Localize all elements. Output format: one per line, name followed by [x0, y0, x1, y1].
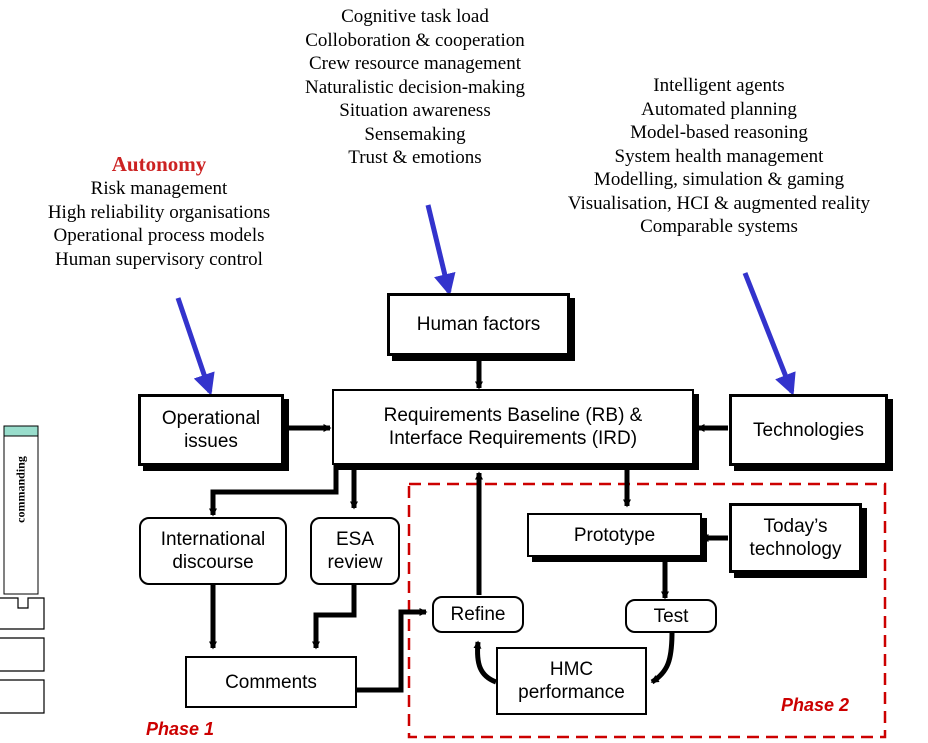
international-discourse-line-2: discourse: [172, 552, 254, 573]
flow-hmc-to-refine: [473, 640, 498, 685]
technologies-label: Technologies: [753, 419, 864, 441]
requirements-line-2: Interface Requirements (IRD): [388, 428, 638, 449]
refine-box: Refine: [432, 596, 524, 633]
autonomy-topic-list: Autonomy Risk management High reliabilit…: [0, 152, 318, 271]
operational-issues-line-2: issues: [184, 431, 238, 452]
topic-item: Intelligent agents: [653, 75, 785, 96]
hmc-performance-line-1: HMC: [549, 659, 594, 680]
topic-item: High reliability organisations: [47, 201, 271, 223]
topic-item: Model-based reasoning: [630, 122, 808, 143]
human-factors-label: Human factors: [416, 314, 541, 335]
topic-item: Comparable systems: [640, 216, 798, 237]
technologies-box: Technologies: [729, 394, 888, 466]
phase1-label: Phase 1: [146, 719, 215, 739]
todays-technology-box: Today’s technology: [729, 503, 862, 573]
topic-item: Operational process models: [53, 225, 265, 246]
hmc-performance-line-2: performance: [518, 682, 625, 703]
test-label: Test: [653, 605, 689, 627]
flow-test-to-hmc: [650, 631, 675, 685]
topic-item: Sensemaking: [364, 123, 466, 145]
topic-item: Modelling, simulation & gaming: [593, 169, 845, 190]
autonomy-title: Autonomy: [111, 152, 207, 176]
international-discourse-box: International discourse: [139, 517, 287, 585]
esa-review-line-1: ESA: [335, 529, 375, 550]
requirements-line-1: Requirements Baseline (RB) &: [383, 405, 643, 426]
test-box: Test: [625, 599, 717, 633]
technology-topic-list: Intelligent agents Automated planning Mo…: [510, 74, 928, 239]
hmc-performance-box: HMC performance: [496, 647, 647, 715]
topic-item: Colloboration & cooperation: [305, 29, 525, 51]
human-factors-topic-list: Cognitive task load Colloboration & coop…: [250, 5, 580, 170]
topic-item: Automated planning: [641, 98, 797, 120]
refine-label: Refine: [450, 604, 506, 625]
pointer-arrow-human-factors: [425, 204, 456, 296]
international-discourse-line-1: International: [160, 529, 266, 550]
topic-item: Visualisation, HCI & augmented reality: [567, 192, 871, 214]
comments-label: Comments: [225, 671, 317, 693]
topic-item: System health management: [614, 145, 824, 167]
todays-technology-line-1: Today’s: [763, 516, 828, 537]
operational-issues-box: Operational issues: [138, 394, 284, 466]
topic-item: Naturalistic decision-making: [304, 76, 526, 98]
flow-esa-to-comments: [312, 583, 357, 650]
pointer-arrow-technologies: [742, 272, 796, 396]
human-factors-box: Human factors: [387, 293, 570, 356]
topic-item: Human supervisory control: [55, 248, 263, 270]
comments-box: Comments: [185, 656, 357, 708]
prototype-box: Prototype: [527, 513, 702, 557]
topic-item: Cognitive task load: [341, 6, 489, 27]
prototype-label: Prototype: [573, 524, 656, 546]
topic-item: Situation awareness: [339, 100, 491, 121]
pointer-arrow-operational: [175, 297, 215, 396]
operational-issues-line-1: Operational: [161, 408, 261, 429]
esa-review-line-2: review: [327, 552, 383, 573]
side-panel-label: commanding: [13, 456, 28, 523]
side-panel: [0, 425, 45, 714]
flow-comments-to-refine: [356, 608, 428, 693]
esa-review-box: ESA review: [310, 517, 400, 585]
flow-requirements-to-international: [209, 462, 339, 517]
todays-technology-line-2: technology: [749, 539, 842, 560]
phase2-label: Phase 2: [781, 695, 850, 715]
topic-item: Crew resource management: [308, 53, 522, 74]
topic-item: Risk management: [90, 178, 228, 199]
topic-item: Trust & emotions: [348, 147, 482, 168]
requirements-box: Requirements Baseline (RB) & Interface R…: [332, 389, 694, 465]
